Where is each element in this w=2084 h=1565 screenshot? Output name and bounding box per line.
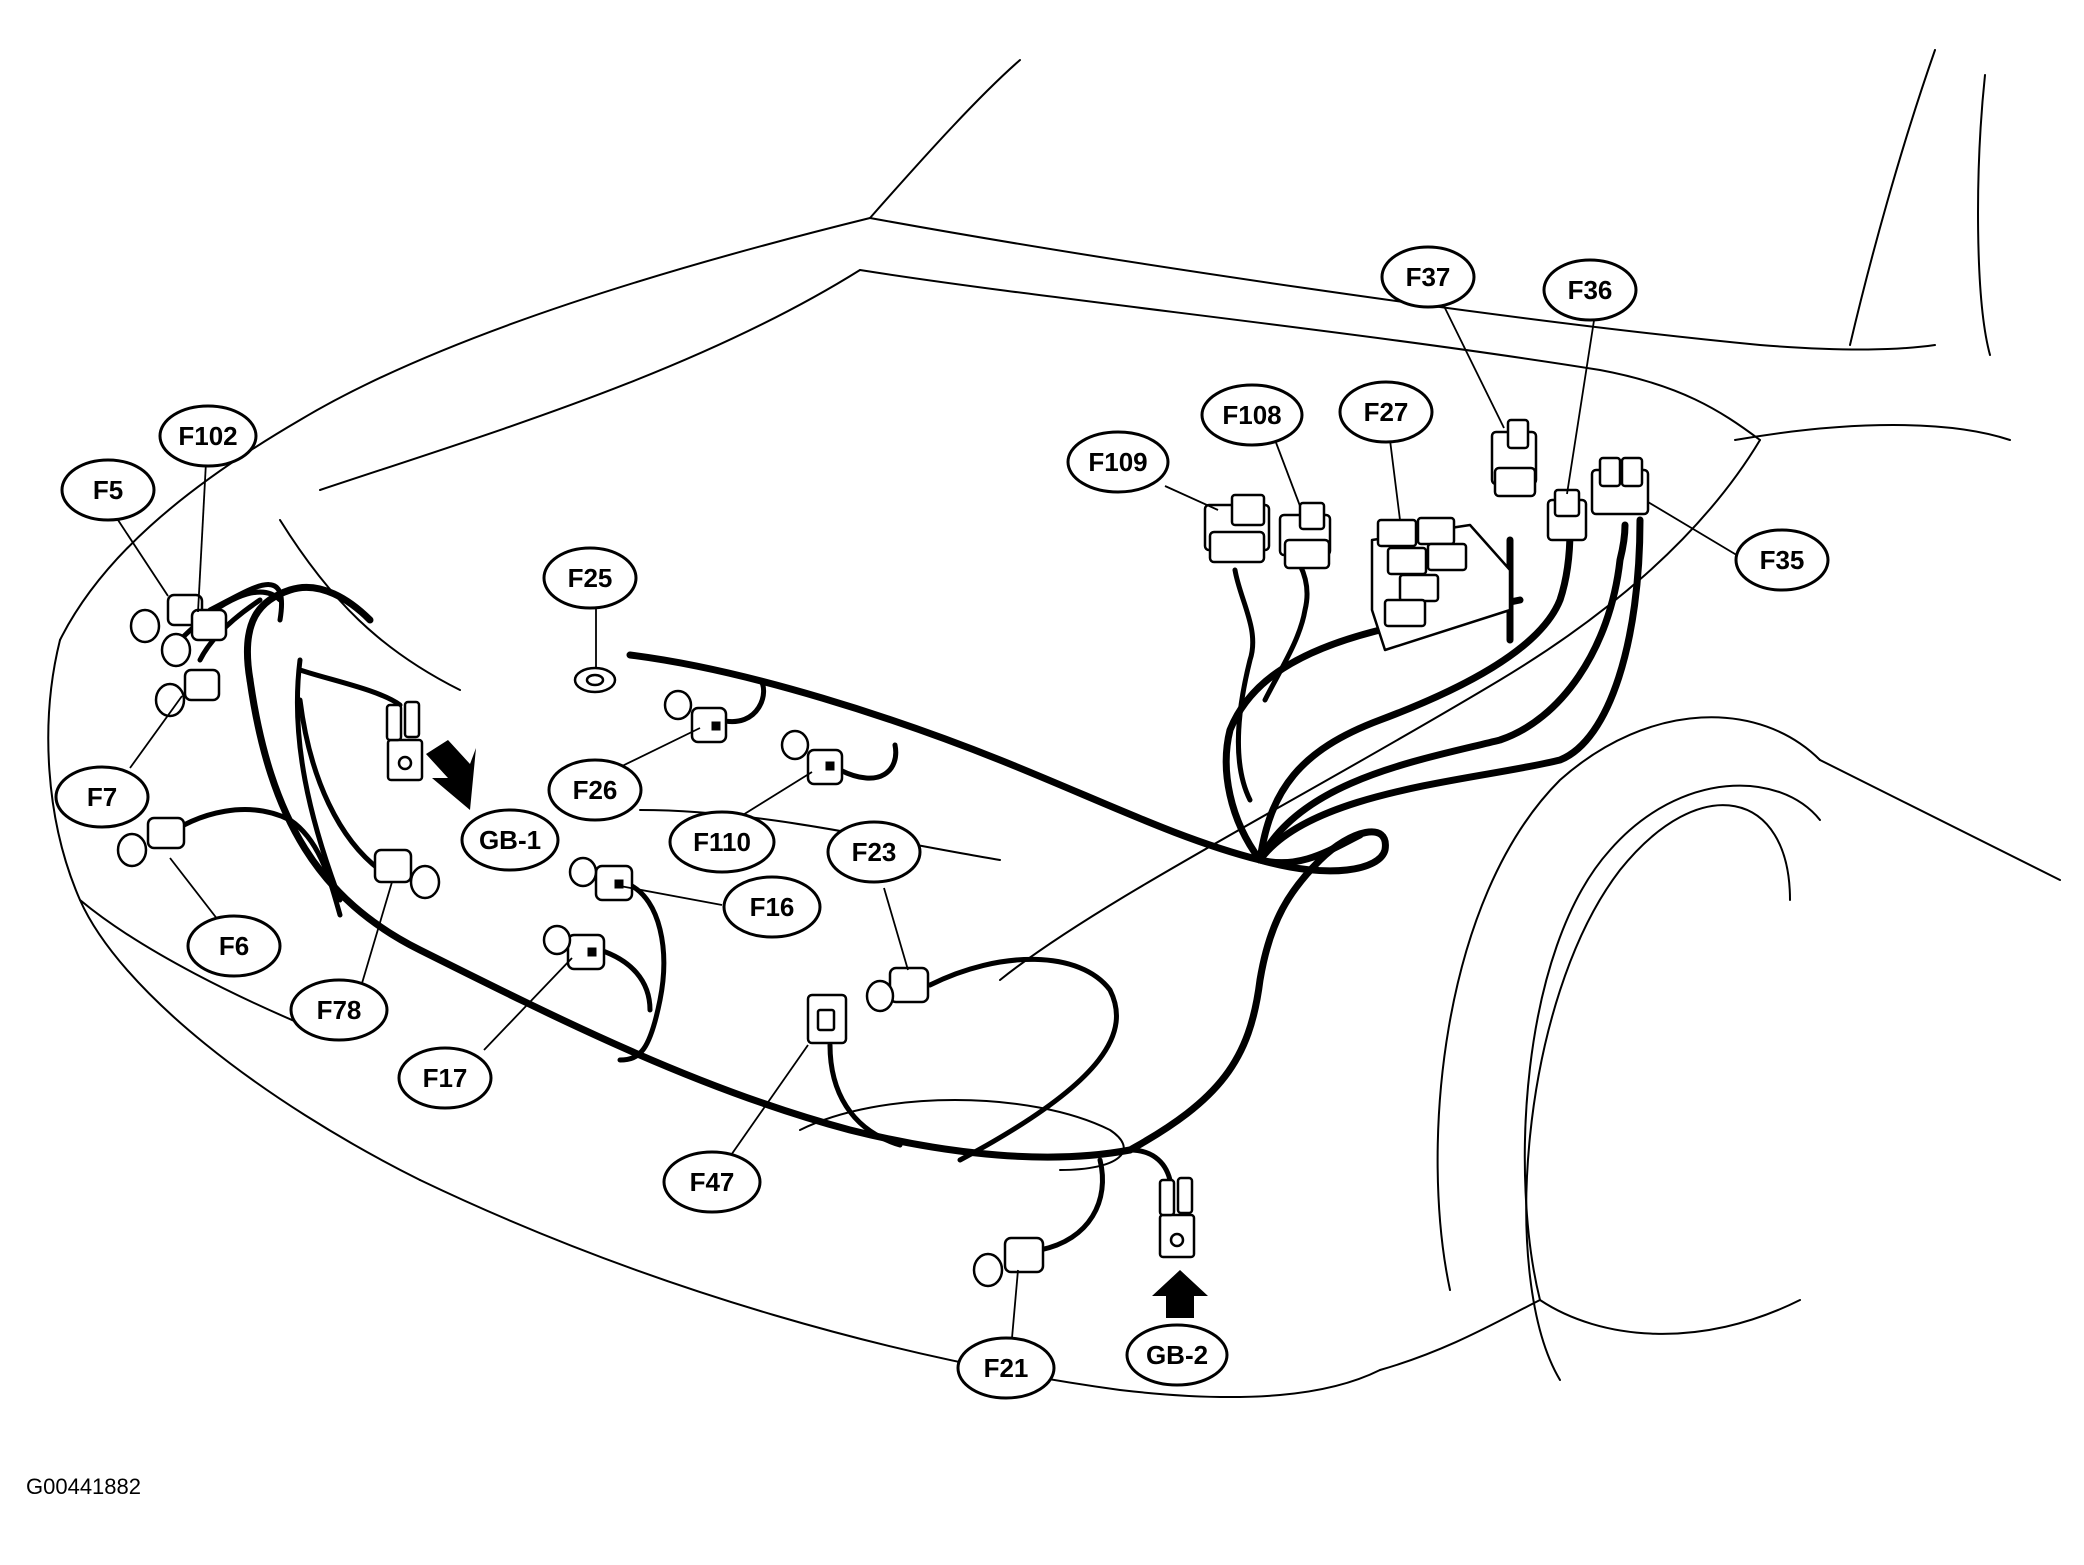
connector-f21	[972, 1236, 1045, 1288]
relay-box-f27	[1370, 516, 1512, 652]
connector-f109	[1203, 493, 1271, 564]
callout-f108: F108	[1200, 383, 1304, 447]
callout-f36-label: F36	[1568, 275, 1613, 305]
ground-arrows	[426, 740, 1208, 1318]
connector-f7	[154, 668, 221, 718]
callout-f7-label: F7	[87, 782, 117, 812]
callout-f78-label: F78	[317, 995, 362, 1025]
ground-terminal-gb1	[385, 700, 424, 782]
callout-f27-label: F27	[1364, 397, 1409, 427]
callout-gb1: GB-1	[460, 808, 560, 872]
callout-f102-label: F102	[178, 421, 237, 451]
callout-f37-label: F37	[1406, 262, 1451, 292]
callout-f26-label: F26	[573, 775, 618, 805]
callout-f27: F27	[1338, 380, 1434, 444]
callout-f16: F16	[722, 875, 822, 939]
callout-f109-label: F109	[1088, 447, 1147, 477]
callout-f78: F78	[289, 978, 389, 1042]
callout-f47: F47	[662, 1150, 762, 1214]
connector-f110	[780, 729, 844, 786]
connector-f6	[116, 816, 186, 868]
connector-f35	[1590, 456, 1650, 516]
callout-f102: F102	[158, 404, 258, 468]
callout-f7: F7	[54, 765, 150, 829]
connector-f36	[1546, 488, 1588, 542]
leader-lines	[117, 301, 1746, 1339]
callouts: F5 F102 F7 F6 F78 GB-1 F25 F26 F110 F16 …	[54, 245, 1830, 1400]
callout-f5-label: F5	[93, 475, 123, 505]
callout-f23-label: F23	[852, 837, 897, 867]
connector-f108	[1278, 501, 1332, 570]
callout-f6-label: F6	[219, 931, 249, 961]
connector-f102	[160, 608, 228, 668]
callout-f17: F17	[397, 1046, 493, 1110]
callout-f37: F37	[1380, 245, 1476, 309]
document-id: G00441882	[26, 1474, 141, 1499]
callout-f35-label: F35	[1760, 545, 1805, 575]
callout-gb2-label: GB-2	[1146, 1340, 1208, 1370]
callout-f109: F109	[1066, 430, 1170, 494]
ground-terminal-gb2	[1158, 1176, 1196, 1259]
connector-f78	[373, 848, 441, 900]
connector-f17	[542, 924, 606, 971]
callout-f25: F25	[542, 546, 638, 610]
connector-f16	[568, 856, 634, 902]
callout-f6: F6	[186, 914, 282, 978]
callout-f16-label: F16	[750, 892, 795, 922]
callout-f110-label: F110	[693, 827, 751, 857]
callout-f36: F36	[1542, 258, 1638, 322]
arrow-gb2-icon	[1152, 1270, 1208, 1318]
callout-f35: F35	[1734, 528, 1830, 592]
callout-f25-label: F25	[568, 563, 613, 593]
callout-gb2: GB-2	[1125, 1323, 1229, 1387]
connector-f47	[806, 993, 848, 1045]
callout-f21-label: F21	[984, 1353, 1029, 1383]
callout-f47-label: F47	[690, 1167, 735, 1197]
callout-f17-label: F17	[423, 1063, 468, 1093]
connector-f5	[129, 593, 204, 644]
callout-f108-label: F108	[1222, 400, 1281, 430]
callout-gb1-label: GB-1	[479, 825, 541, 855]
connectors	[116, 418, 1650, 1288]
arrow-gb1-icon	[426, 740, 476, 810]
harness-wires	[157, 439, 1761, 1253]
connector-f37	[1490, 418, 1538, 498]
callout-f26: F26	[547, 758, 643, 822]
callout-f5: F5	[60, 458, 156, 522]
callout-f21: F21	[956, 1336, 1056, 1400]
car-body-outline	[47, 49, 2061, 1399]
connector-f26	[663, 689, 728, 744]
connector-f23	[865, 966, 930, 1013]
callout-f23: F23	[826, 820, 922, 884]
callout-f110: F110	[668, 810, 776, 874]
ring-terminal-f25	[573, 666, 617, 694]
